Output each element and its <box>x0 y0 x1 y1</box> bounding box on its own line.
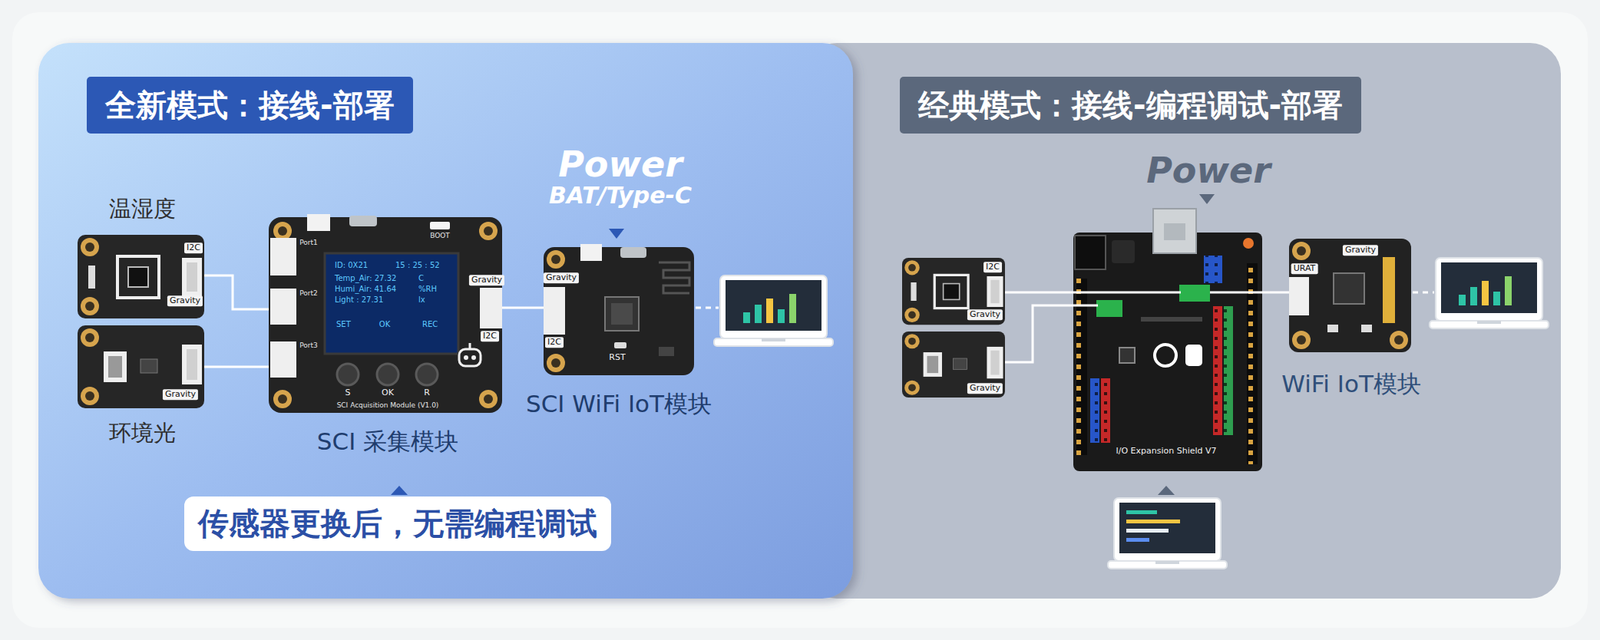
connector-tag: Gravity <box>167 295 203 307</box>
board-drawing <box>543 244 695 376</box>
sensor-drawing <box>902 257 1005 325</box>
wifi-board: GravityURATWiFi IoT模块 <box>1289 238 1412 353</box>
silk-label: Port2 <box>299 289 318 298</box>
screen-text: C <box>418 274 424 284</box>
connector-tag: I2C <box>983 261 1002 273</box>
connector-tag: I2C <box>480 330 500 342</box>
connector-tag: Gravity <box>1342 244 1379 256</box>
silk-label: SCI Acquisition Module (V1.0) <box>337 401 440 410</box>
silk-label: Port1 <box>299 238 318 248</box>
part-caption: SCI WiFi IoT模块 <box>525 390 712 419</box>
mode-panel: I2CGravityGravityI/O Expansion Shield V7… <box>836 42 1561 599</box>
screen-text: Humi_Air: 41.64 <box>334 284 397 295</box>
silk-label: I/O Expansion Shield V7 <box>1115 446 1217 457</box>
silk-label: S <box>345 387 351 398</box>
part-caption: 温湿度 <box>109 195 176 223</box>
title-badge: 经典模式：接线-编程调试-部署 <box>899 76 1362 134</box>
wire-connector <box>204 366 269 369</box>
wifi-board: GravityI2CRSTSCI WiFi IoT模块 <box>543 247 695 376</box>
screen-text: lx <box>418 295 426 305</box>
callout-box: 传感器更换后，无需编程调试 <box>184 496 612 552</box>
silk-label: RST <box>608 352 625 363</box>
sensor-drawing <box>77 234 205 319</box>
wire-connector <box>502 307 544 310</box>
silk-label: R <box>423 387 430 398</box>
sensor-drawing <box>77 325 205 409</box>
silk-label: OK <box>381 387 394 398</box>
connector-tag: URAT <box>1291 263 1319 275</box>
laptop-drawing <box>1107 498 1227 569</box>
board-drawing <box>268 214 503 414</box>
board-drawing <box>1289 238 1412 353</box>
controller-board: I/O Expansion Shield V7 <box>1073 232 1263 472</box>
power-label: Power <box>558 143 683 186</box>
sensor-drawing <box>902 331 1005 398</box>
part-caption: SCI 采集模块 <box>317 427 459 457</box>
connector-tag: I2C <box>184 242 203 254</box>
panel-ground <box>806 42 1561 599</box>
screen-text: %RH <box>418 284 437 295</box>
sensor-board: 温湿度I2CGravity <box>77 234 205 319</box>
sensor-board: Gravity环境光 <box>77 325 205 409</box>
wire-connector <box>1004 291 1074 295</box>
mode-panel: 温湿度I2CGravityGravity环境光Port1Port2Port3BO… <box>38 42 853 599</box>
power-label: Power <box>1146 149 1271 192</box>
screen-text: REC <box>422 320 438 330</box>
wire-connector <box>1004 305 1074 363</box>
screen-text: OK <box>379 320 391 330</box>
screen-text: ID: 0X21 <box>334 261 368 271</box>
screen-text: Temp_Air: 27.32 <box>334 274 397 284</box>
laptop-drawing <box>714 275 834 347</box>
panel-ground <box>38 42 853 599</box>
acquisition-board: Port1Port2Port3 BOOT ID: 0X21 15 : 25 : 52 T… <box>268 217 503 414</box>
connector-tag: I2C <box>545 337 564 348</box>
power-label: BAT/Type-C <box>548 181 692 210</box>
screen-text: SET <box>336 320 351 330</box>
part-caption: WiFi IoT模块 <box>1281 370 1422 399</box>
sensor-board: Gravity <box>902 331 1005 398</box>
connector-tag: Gravity <box>967 383 1003 394</box>
laptop-drawing <box>1429 257 1549 329</box>
silk-label: Port3 <box>299 341 318 351</box>
silk-label: BOOT <box>429 231 450 241</box>
connector-tag: Gravity <box>469 274 505 286</box>
wire-connector <box>204 275 269 310</box>
callout-text: 传感器更换后，无需编程调试 <box>198 502 598 546</box>
part-caption: 环境光 <box>109 419 176 447</box>
sensor-board: I2C Gravity <box>902 257 1005 325</box>
wire-connector <box>1262 291 1290 295</box>
screen-text: Light : 27.31 <box>334 295 384 305</box>
connector-tag: Gravity <box>543 272 579 284</box>
title-badge: 全新模式：接线-部署 <box>86 76 414 134</box>
connector-tag: Gravity <box>967 309 1003 321</box>
arduino-drawing <box>1073 208 1263 472</box>
screen-text: 15 : 25 : 52 <box>395 261 440 271</box>
connector-tag: Gravity <box>162 389 199 400</box>
